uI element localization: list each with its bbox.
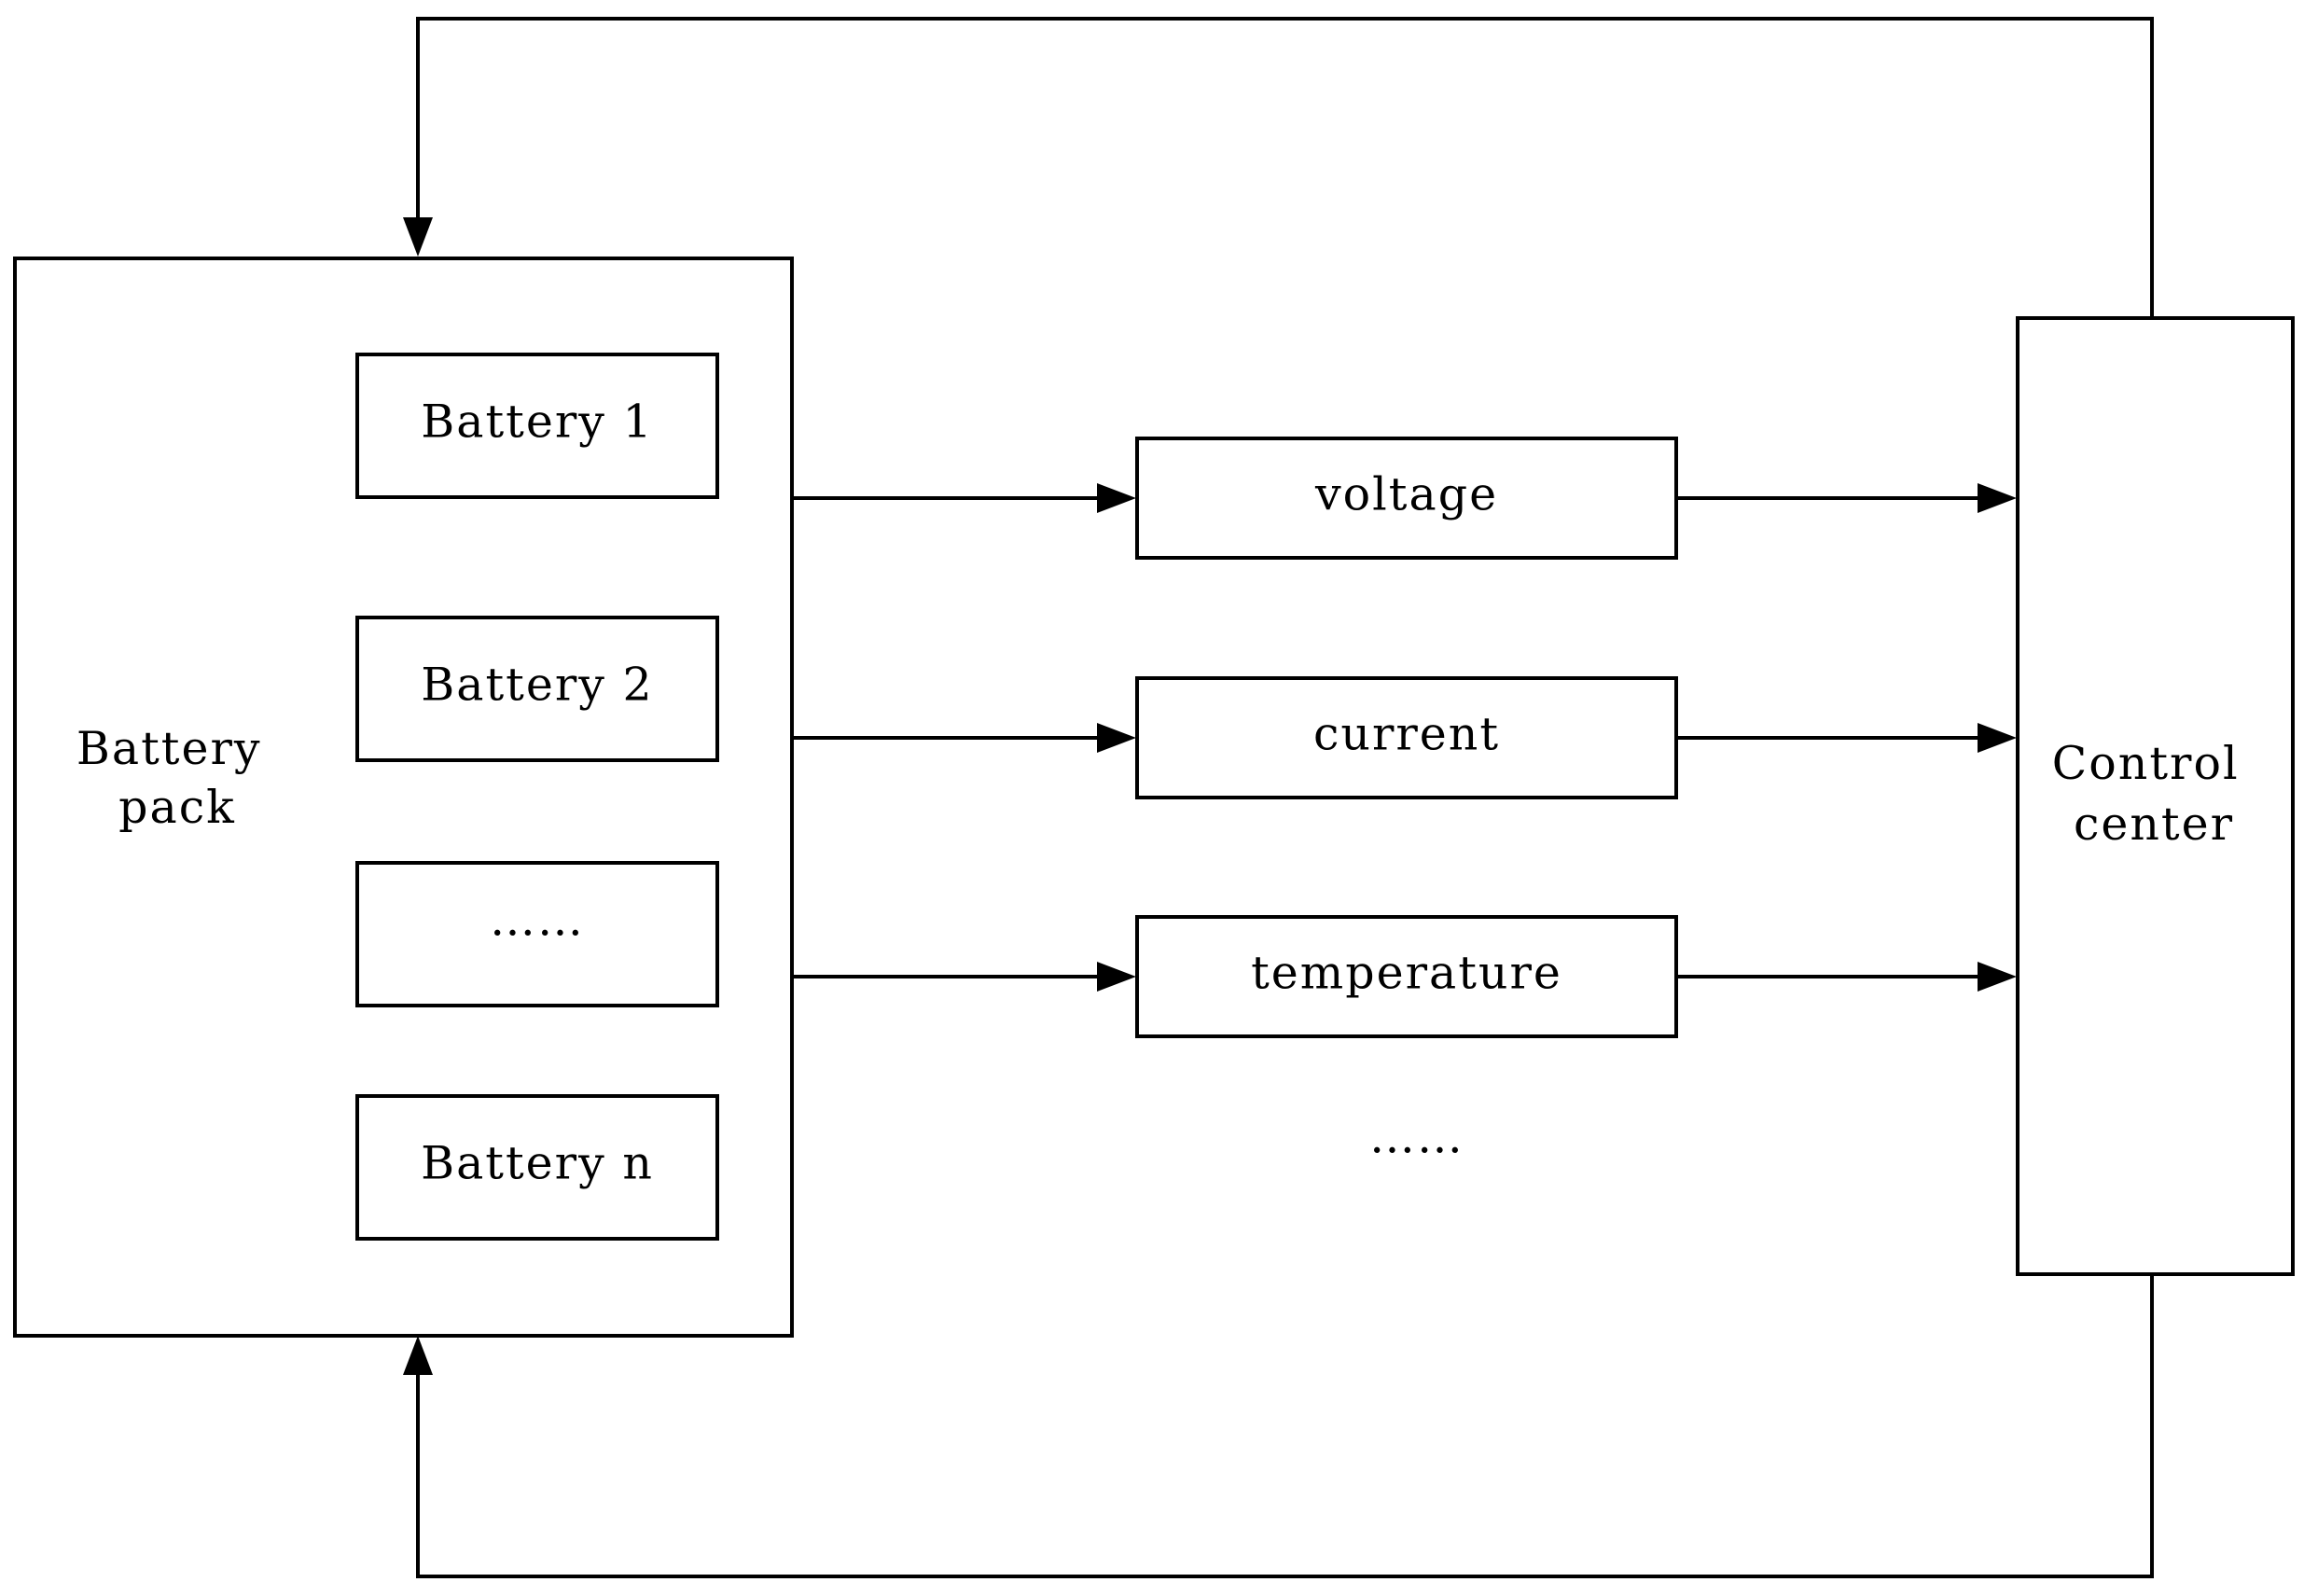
battery-cell-2-box: [355, 616, 719, 762]
battery-cell-ellipsis-box: [355, 861, 719, 1007]
battery-cell-1-box: [355, 353, 719, 499]
arrow-pack-to-current-head: [1097, 723, 1136, 753]
battery-cell-n-box: [355, 1094, 719, 1241]
battery-pack-label-line1: Battery: [76, 722, 262, 775]
temperature-box: [1135, 915, 1678, 1038]
feedback-line-bottom: [416, 1274, 2154, 1578]
battery-cell-ellipsis-label: ……: [490, 894, 585, 947]
temperature-label: temperature: [1251, 947, 1562, 1000]
battery-cell-n-label: Battery n: [421, 1137, 654, 1190]
control-center-box: [2016, 316, 2295, 1276]
battery-pack-label-line2: pack: [118, 781, 236, 834]
arrow-temperature-to-control-head: [1978, 962, 2017, 992]
feedback-line-top: [416, 17, 2154, 317]
voltage-label: voltage: [1314, 468, 1498, 521]
control-center-label-line1: Control: [2052, 737, 2240, 790]
arrow-voltage-to-control-head: [1978, 483, 2017, 513]
arrow-pack-to-voltage-head: [1097, 483, 1136, 513]
current-box: [1135, 676, 1678, 799]
control-center-label: Control center: [2052, 737, 2255, 851]
voltage-box: [1135, 437, 1678, 560]
feedback-arrowhead-bottom: [403, 1336, 433, 1375]
arrow-pack-to-temperature-head: [1097, 962, 1136, 992]
feedback-arrowhead-top: [403, 217, 433, 257]
battery-cell-2-label: Battery 2: [421, 659, 653, 712]
arrow-current-to-control-head: [1978, 723, 2017, 753]
more-parameters-ellipsis: ……: [1369, 1111, 1464, 1164]
control-center-label-line2: center: [2074, 798, 2234, 851]
current-label: current: [1313, 708, 1500, 761]
battery-cell-1-label: Battery 1: [421, 396, 653, 449]
battery-pack-label: Battery pack: [76, 722, 278, 834]
